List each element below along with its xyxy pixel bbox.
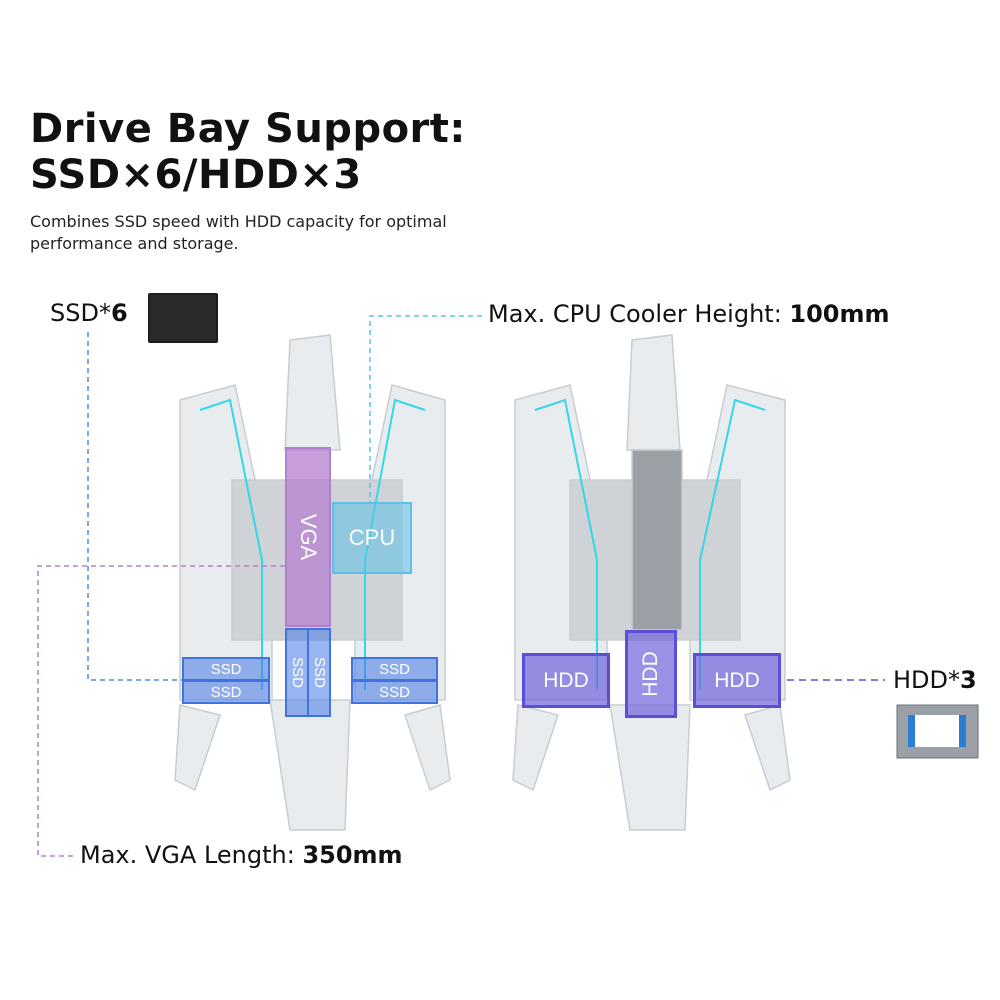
hdd-bay-label: HDD	[543, 668, 589, 692]
vga-zone: VGA	[285, 447, 331, 627]
ssd-bay-label: SSD	[310, 657, 328, 688]
ssd-bay-label: SSD	[210, 683, 242, 701]
ssd-drive-image	[148, 293, 218, 343]
ssd-bay: SSD	[307, 628, 331, 717]
ssd-bay: SSD	[351, 680, 438, 704]
vga-length-label: Max. VGA Length: 350mm	[80, 841, 403, 869]
ssd-bay-label: SSD	[379, 660, 410, 678]
hdd-bay: HDD	[522, 653, 610, 708]
ssd-bay-label: SSD	[210, 660, 242, 678]
cpu-leader-line	[369, 315, 482, 502]
hdd-count-label: HDD*3	[893, 666, 977, 694]
cpu-zone-label: CPU	[348, 525, 396, 550]
ssd-bay-label: SSD	[379, 683, 410, 701]
cpu-value: 100mm	[789, 300, 890, 328]
right-case-accents	[534, 398, 766, 690]
vga-leader-line	[37, 565, 285, 857]
ssd-count-label: SSD*6	[50, 299, 128, 327]
ssd-bay: SSD	[351, 657, 438, 681]
hdd-bay: HDD	[625, 630, 677, 718]
cpu-zone: CPU	[332, 502, 412, 574]
cpu-label-text: Max. CPU Cooler Height:	[488, 300, 790, 328]
page-title: Drive Bay Support: SSD×6/HDD×3	[30, 106, 466, 198]
hdd-label-text: HDD*	[893, 666, 961, 694]
hdd-count-value: 3	[960, 666, 977, 694]
vga-label-text: Max. VGA Length:	[80, 841, 303, 869]
ssd-count-value: 6	[110, 299, 128, 327]
title-line-1: Drive Bay Support:	[30, 106, 466, 152]
hdd-bay: HDD	[693, 653, 781, 708]
left-case-accents	[199, 398, 426, 690]
hdd-drive-image	[896, 704, 979, 759]
cpu-cooler-label: Max. CPU Cooler Height: 100mm	[488, 300, 890, 328]
ssd-bay: SSD	[285, 628, 309, 717]
ssd-bay: SSD	[182, 680, 270, 704]
left-case-shape	[174, 334, 451, 831]
ssd-bay-label: SSD	[288, 657, 306, 688]
vga-value: 350mm	[302, 841, 403, 869]
hdd-bay-label: HDD	[639, 651, 662, 697]
ssd-bay: SSD	[182, 657, 270, 681]
ssd-label-text: SSD*	[50, 299, 111, 327]
vga-zone-label: VGA	[296, 513, 321, 561]
hdd-bay-label: HDD	[714, 668, 760, 692]
title-line-2: SSD×6/HDD×3	[30, 152, 362, 198]
ssd-leader-line	[87, 332, 182, 681]
subtitle: Combines SSD speed with HDD capacity for…	[30, 212, 447, 253]
right-case-shape	[512, 334, 791, 831]
